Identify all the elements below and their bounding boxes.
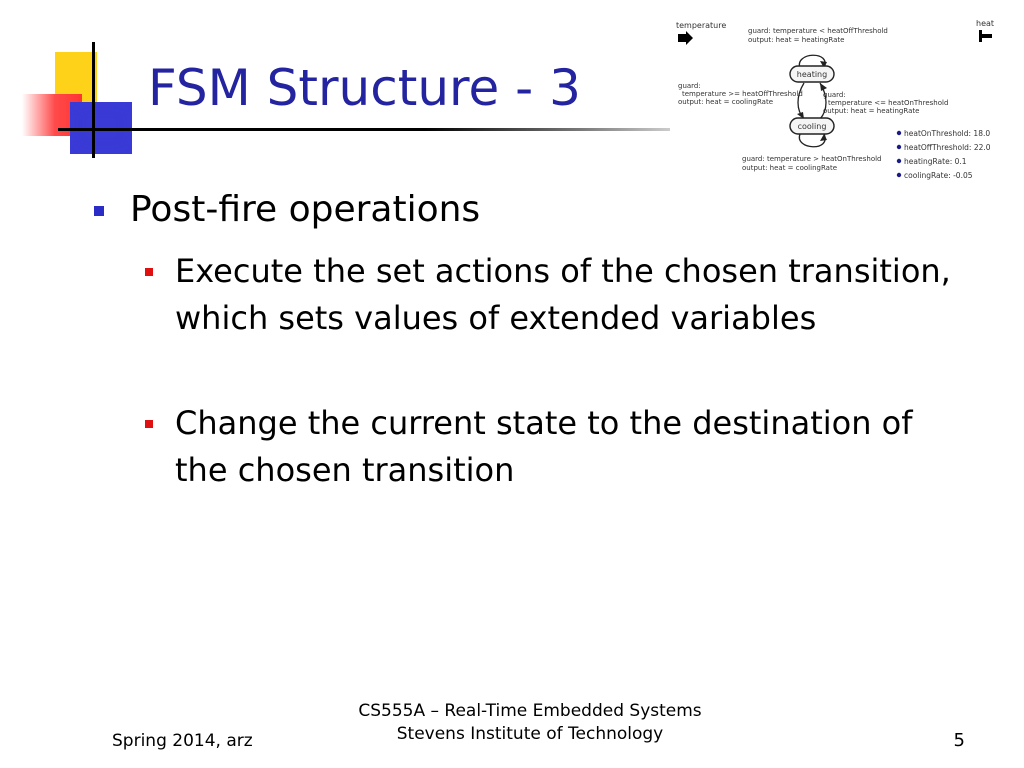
output-port-label: heat bbox=[976, 19, 994, 28]
slide-title: FSM Structure - 3 bbox=[148, 59, 581, 117]
input-port-label: temperature bbox=[676, 21, 726, 30]
parameter-heating-rate: heatingRate: 0.1 bbox=[904, 157, 967, 166]
footer-date: Spring 2014, arz bbox=[112, 731, 253, 751]
parameter-cooling-rate: coolingRate: -0.05 bbox=[904, 171, 973, 180]
transition-2-output: output: heat = coolingRate bbox=[678, 98, 773, 106]
transition-1-output: output: heat = heatingRate bbox=[748, 36, 844, 44]
transition-3-guard-label: guard: bbox=[823, 91, 846, 99]
square-bullet-icon bbox=[145, 420, 153, 428]
title-underline bbox=[58, 128, 670, 131]
transition-1-guard: guard: temperature < heatOffThreshold bbox=[748, 27, 888, 35]
self-loop-cooling-arrowhead bbox=[820, 134, 827, 141]
bullet-level1-text: Post-fire operations bbox=[130, 189, 481, 230]
square-bullet-icon bbox=[94, 206, 104, 216]
ornament-vertical-line bbox=[92, 42, 95, 158]
parameter-bullet-icon bbox=[896, 172, 902, 178]
state-heating-label: heating bbox=[797, 70, 827, 79]
transition-cooling-to-heating-arrowhead bbox=[820, 83, 827, 91]
bullet-level2-text: Change the current state to the destinat… bbox=[175, 404, 913, 489]
state-cooling-label: cooling bbox=[798, 122, 827, 131]
fsm-diagram: temperature heat guard: temperature < he… bbox=[676, 19, 994, 180]
parameter-bullet-icon bbox=[896, 158, 902, 164]
transition-2-guard-label: guard: bbox=[678, 82, 701, 90]
bullet-level2-text: Execute the set actions of the chosen tr… bbox=[175, 252, 951, 337]
self-loop-heating-arrowhead bbox=[820, 61, 827, 68]
square-bullet-icon bbox=[145, 268, 153, 276]
state-cooling bbox=[789, 117, 835, 135]
parameter-bullet-icon bbox=[896, 130, 902, 136]
transition-4-output: output: heat = coolingRate bbox=[742, 164, 837, 172]
footer-course-line2: Stevens Institute of Technology bbox=[396, 724, 664, 744]
footer-course: CS555A – Real-Time Embedded Systems Stev… bbox=[300, 700, 760, 746]
state-heating bbox=[789, 65, 835, 83]
transition-3-output: output: heat = heatingRate bbox=[823, 107, 919, 115]
parameter-heat-off-threshold: heatOffThreshold: 22.0 bbox=[904, 143, 991, 152]
parameter-bullet-icon bbox=[896, 144, 902, 150]
input-port-arrow-icon bbox=[678, 31, 693, 45]
transition-3-guard: temperature <= heatOnThreshold bbox=[828, 99, 948, 107]
transition-2-guard: temperature >= heatOffThreshold bbox=[682, 90, 803, 98]
footer-course-line1: CS555A – Real-Time Embedded Systems bbox=[358, 701, 702, 721]
page-number: 5 bbox=[953, 730, 965, 751]
transition-4-guard: guard: temperature > heatOnThreshold bbox=[742, 155, 882, 163]
transition-heating-to-cooling-arrowhead bbox=[797, 112, 804, 119]
parameter-heat-on-threshold: heatOnThreshold: 18.0 bbox=[904, 129, 990, 138]
output-port-flag-icon bbox=[979, 30, 992, 42]
